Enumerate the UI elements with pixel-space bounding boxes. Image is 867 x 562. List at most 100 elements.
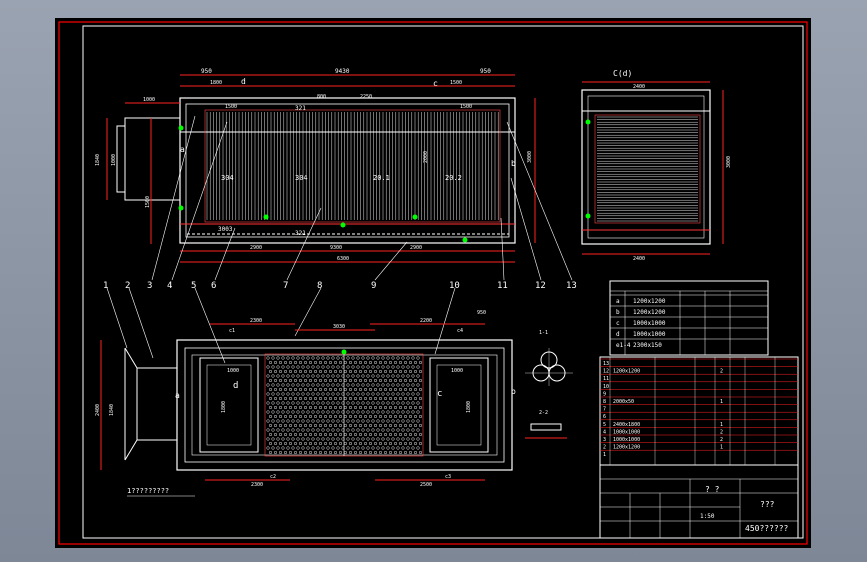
material-row-id: e1-4 [616,342,631,349]
dim-2250: 2250 [360,94,372,100]
dim-1840: 1840 [95,154,101,166]
svg-text:7: 7 [283,281,288,291]
parts-row-qty: 1 [720,422,723,428]
cell-label-3: 20.1 [373,174,390,182]
pipe-plate [530,423,562,431]
parts-row-no: 7 [603,407,606,413]
dim-total: 9430 [335,68,350,75]
perforated-plate-pattern [266,356,423,455]
chamber-c-inner [436,364,482,446]
parts-row-qty: 1 [720,445,723,451]
side-dim-3000: 3000 [726,156,732,168]
title-block-name: ??? [760,500,775,509]
callout-7: 7 [283,207,322,291]
dim-6300: 6300 [337,256,349,262]
side-dim-2400: 2400 [633,84,645,90]
label-321-bottom: 321 [295,230,306,237]
parts-row-no: 12 [603,369,609,375]
cad-viewport[interactable]: 950 9430 950 1800 1000 1500 1500 1500 80… [55,18,811,548]
pipe-node [412,214,418,220]
bdim-1000a: 1000 [227,368,239,374]
bmark-b: b [511,387,516,396]
top-plan-view: 950 9430 950 1800 1000 1500 1500 1500 80… [95,68,536,263]
material-row-size: 2300x150 [633,342,662,349]
parts-row-no: 8 [603,399,606,405]
bdim-2300b: 2300 [251,482,263,488]
callout-13: 13 [506,121,577,291]
title-block-scale: 1:50 [700,513,715,520]
tank-outer-wall [179,97,516,244]
bottom-inlet-flare [124,439,138,461]
bdim-2200: 2200 [420,318,432,324]
callout-5: 5 [191,281,226,364]
inner-border [82,25,804,539]
callout-2: 2 [125,281,154,359]
inlet-channel [124,117,181,201]
callout-11: 11 [497,217,508,291]
callout-10: 10 [434,281,460,355]
side-inner-wall [587,95,705,239]
callout-8: 8 [294,281,322,337]
bmark-c2: c2 [270,474,276,480]
bdim-1840: 1840 [109,404,115,416]
svg-text:3: 3 [147,281,152,291]
svg-text:9: 9 [371,281,376,291]
parts-row-qty: 1 [720,399,723,405]
svg-text:4: 4 [167,281,172,291]
side-view-title: C(d) [613,69,632,78]
parts-row-spec: 1200x1200 [613,369,640,375]
parts-row-no: 4 [603,429,606,435]
side-media-hatching [597,116,698,222]
title-block-title: ? ? [705,485,720,494]
parts-row-spec: 1000x1000 [613,429,640,435]
drawing-note: 1????????? [127,487,169,495]
pipe-detail-view: 1-1 2-2 [525,330,573,439]
media-hatching [206,112,499,220]
material-row-size: 1200x1200 [633,298,666,305]
detail-label-2: 2-2 [539,410,548,416]
side-section-view: C(d) 2400 2400 3000 [581,69,732,262]
bdim-1800a: 1800 [221,401,227,413]
section-mark-b: b [511,159,516,168]
media-fill-zone [204,109,501,223]
dim-800: 800 [317,94,326,100]
parts-row-spec: 2000x50 [613,399,634,405]
bottom-inner-wall-2 [191,354,498,456]
material-row-size: 1000x1000 [633,331,666,338]
pipe-node [263,214,269,220]
parts-row-spec: 1200x1200 [613,445,640,451]
dim-3000v: 3000 [527,151,533,163]
svg-text:2: 2 [125,281,130,291]
outer-border [58,21,808,545]
svg-text:10: 10 [449,281,460,291]
dim-1500c: 1500 [450,80,462,86]
callout-group: 3 4 6 7 9 11 12 13 1 2 5 8 10 [103,115,577,364]
callout-3: 3 [147,115,196,291]
material-row-size: 1200x1200 [633,309,666,316]
section-mark-a: a [180,145,185,154]
side-fill-zone [594,114,701,224]
material-row-size: 1000x1000 [633,320,666,327]
cell-label-1: 304 [221,174,234,182]
callout-1: 1 [103,281,128,349]
callout-9: 9 [371,241,408,291]
bottom-inner-wall [184,347,505,463]
pipe-node [178,205,184,211]
section-mark-d: d [241,77,246,86]
parts-row-no: 11 [603,376,609,382]
material-row-id: c [616,320,620,327]
svg-text:8: 8 [317,281,322,291]
bottom-plan-view: 2300 3030 2200 950 2300 2500 2400 1840 1… [95,310,516,497]
svg-text:13: 13 [566,281,577,291]
bottom-inlet-flare [124,347,138,369]
dim-1000v: 1000 [111,154,117,166]
dim-1500v: 1500 [145,196,151,208]
chamber-d-inner [206,364,252,446]
material-table-frame [609,280,769,356]
bmark-c1: c1 [229,328,235,334]
material-row-id: a [616,298,620,305]
dim-1800: 1800 [210,80,222,86]
parts-row-qty: 2 [720,369,723,375]
